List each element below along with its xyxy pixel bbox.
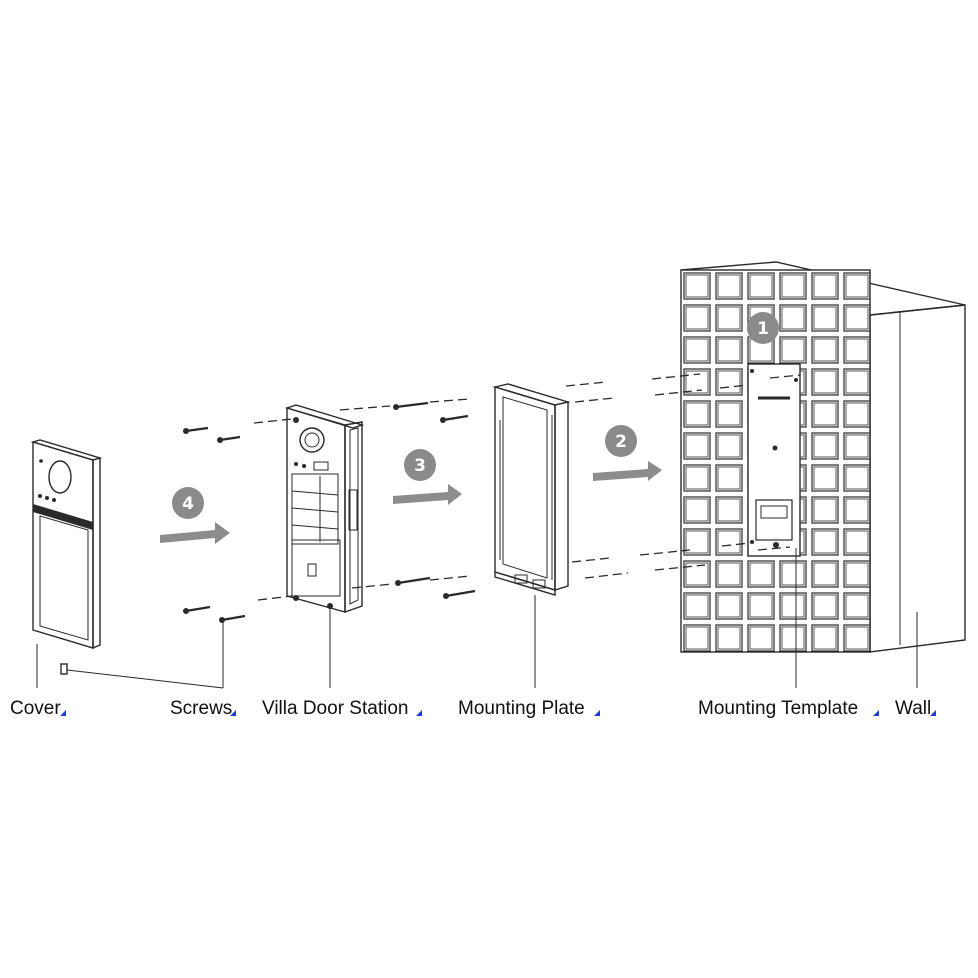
screws-left bbox=[183, 418, 293, 623]
step-badge-2: 2 bbox=[605, 425, 637, 457]
labels: Cover Screws Villa Door Station Mounting… bbox=[10, 698, 931, 719]
screw bbox=[443, 589, 476, 599]
label-villa-door-station: Villa Door Station bbox=[262, 698, 408, 719]
arrow-step-3 bbox=[393, 484, 462, 505]
cover bbox=[30, 439, 103, 675]
svg-text:1: 1 bbox=[757, 319, 769, 339]
marker bbox=[594, 710, 600, 716]
screw bbox=[395, 576, 431, 586]
marker bbox=[230, 710, 236, 716]
svg-text:4: 4 bbox=[182, 494, 194, 514]
label-mounting-template: Mounting Template bbox=[698, 698, 858, 719]
label-mounting-plate: Mounting Plate bbox=[458, 698, 585, 719]
screw bbox=[183, 426, 209, 434]
mounting-template bbox=[747, 363, 801, 557]
label-cover: Cover bbox=[10, 698, 61, 719]
marker bbox=[930, 710, 936, 716]
marker bbox=[60, 710, 66, 716]
screws-right bbox=[339, 398, 476, 599]
screw bbox=[393, 401, 429, 410]
step-arrows bbox=[160, 461, 662, 544]
label-wall: Wall bbox=[895, 698, 931, 719]
screw bbox=[219, 614, 246, 623]
arrow-step-4 bbox=[160, 522, 230, 544]
screw bbox=[217, 435, 241, 443]
alignment-lines-wall bbox=[639, 373, 801, 571]
step-badge-3: 3 bbox=[404, 449, 436, 481]
wall bbox=[680, 261, 966, 653]
arrow-step-2 bbox=[593, 461, 662, 481]
villa-door-station bbox=[284, 404, 365, 613]
leader-lines bbox=[36, 548, 918, 689]
screw bbox=[183, 605, 211, 614]
marker bbox=[873, 710, 879, 716]
step-badge-4: 4 bbox=[172, 487, 204, 519]
svg-text:2: 2 bbox=[615, 432, 627, 452]
marker bbox=[416, 710, 422, 716]
mounting-plate bbox=[492, 383, 571, 596]
label-screws: Screws bbox=[170, 698, 232, 719]
alignment-lines-plate bbox=[565, 381, 629, 579]
svg-text:3: 3 bbox=[414, 456, 426, 476]
label-markers bbox=[60, 710, 936, 716]
screw bbox=[440, 414, 469, 423]
step-badge-1: 1 bbox=[747, 312, 779, 344]
